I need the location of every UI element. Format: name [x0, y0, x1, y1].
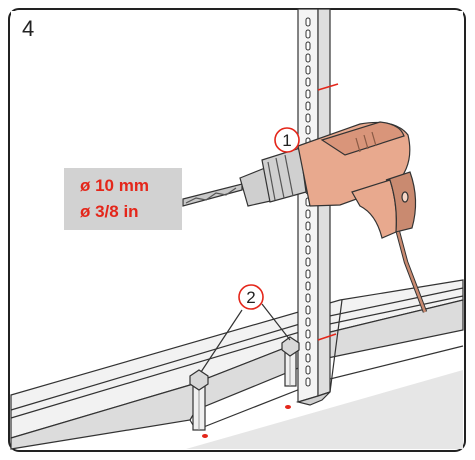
- post-slot: [305, 269, 311, 279]
- post-slot: [305, 53, 311, 63]
- drill-bit-size-imperial: ø 3/8 in: [80, 202, 139, 221]
- callout-2: 2: [238, 284, 264, 310]
- post-slot: [305, 41, 311, 51]
- floor-rail: [10, 279, 464, 450]
- callout-2-leaders: [200, 303, 291, 373]
- drill-bit-spec: ø 10 mm ø 3/8 in: [64, 168, 182, 230]
- post-slot: [305, 353, 311, 363]
- step-number: 4: [22, 16, 35, 41]
- floor-marks: [202, 405, 291, 438]
- post-slot: [305, 305, 311, 315]
- post-slot: [305, 65, 311, 75]
- anchor-bolt-left: [189, 369, 209, 431]
- post-slot: [305, 317, 311, 327]
- post-slot: [305, 329, 311, 339]
- drill-bit-size-metric: ø 10 mm: [80, 176, 149, 195]
- post-slot: [305, 77, 311, 87]
- post-slot: [305, 29, 311, 39]
- post-slot: [305, 233, 311, 243]
- post-slot: [305, 245, 311, 255]
- post-slot: [305, 365, 311, 375]
- post-slot: [305, 101, 311, 111]
- post-slot: [305, 113, 311, 123]
- post-slot: [305, 341, 311, 351]
- post-slot: [305, 257, 311, 267]
- post-slot: [305, 293, 311, 303]
- post-marks: [317, 83, 339, 341]
- drill: [182, 121, 428, 313]
- post-slot: [305, 281, 311, 291]
- callout-2-label: 2: [246, 288, 255, 307]
- post-slot: [305, 125, 311, 135]
- post-slot: [305, 221, 311, 231]
- post-slot: [305, 89, 311, 99]
- callout-1: 1: [274, 127, 300, 153]
- anchor-bolt-right: [281, 336, 300, 387]
- post-slot: [305, 17, 311, 27]
- post-slot: [305, 209, 311, 219]
- floor: [186, 370, 463, 449]
- post-slot: [305, 377, 311, 387]
- callout-1-label: 1: [282, 131, 291, 150]
